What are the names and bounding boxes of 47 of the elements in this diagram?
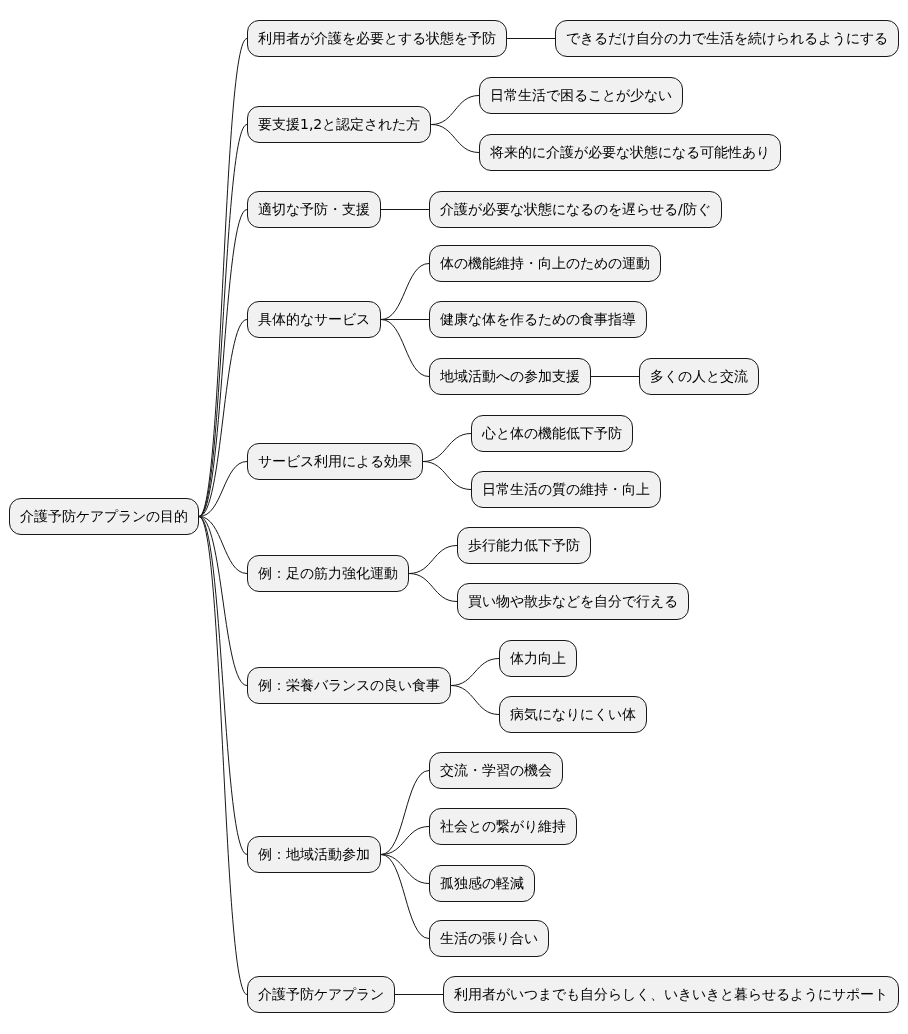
connector-line [506, 38, 556, 39]
branch-topic: 要支援1,2と認定された方 [247, 106, 432, 143]
sub-topic: 歩行能力低下予防 [457, 527, 591, 564]
branch-topic: 具体的なサービス [247, 301, 381, 338]
connector-line [380, 854, 430, 939]
sub-topic: 買い物や散歩などを自分で行える [457, 583, 689, 620]
sub-topic: 孤独感の軽減 [429, 865, 535, 902]
connector-line [590, 376, 640, 377]
branch-topic: 適切な予防・支援 [247, 191, 381, 228]
connector-line [394, 994, 444, 995]
connector-line [380, 263, 430, 320]
sub-topic: 健康な体を作るための食事指導 [429, 301, 647, 338]
connector-line [422, 461, 472, 490]
sub-topic: 介護が必要な状態になるのを遅らせる/防ぐ [429, 191, 722, 228]
branch-topic: 介護予防ケアプラン [247, 976, 395, 1013]
connector-line [198, 461, 248, 517]
connector-line [198, 209, 248, 517]
branch-topic: サービス利用による効果 [247, 443, 423, 480]
sub-topic: 利用者がいつまでも自分らしく、いきいきと暮らせるようにサポート [443, 976, 899, 1013]
sub-topic: 病気になりにくい体 [499, 696, 647, 733]
branch-topic: 例：地域活動参加 [247, 836, 381, 873]
connector-line [380, 209, 430, 210]
central-topic: 介護予防ケアプランの目的 [9, 498, 199, 535]
sub-topic: 心と体の機能低下予防 [471, 415, 633, 452]
branch-topic: 利用者が介護を必要とする状態を予防 [247, 20, 507, 57]
sub-topic: できるだけ自分の力で生活を続けられるようにする [555, 20, 899, 57]
connector-line [430, 124, 480, 153]
sub-topic: 地域活動への参加支援 [429, 358, 591, 395]
sub-topic: 将来的に介護が必要な状態になる可能性あり [479, 134, 781, 171]
sub-topic: 社会との繋がり維持 [429, 808, 577, 845]
connector-line [198, 516, 248, 574]
connector-line [198, 516, 248, 995]
sub-topic: 多くの人と交流 [639, 358, 759, 395]
branch-topic: 例：栄養バランスの良い食事 [247, 667, 451, 704]
connector-line [408, 573, 458, 602]
sub-topic: 体の機能維持・向上のための運動 [429, 245, 661, 282]
sub-topic: 体力向上 [499, 640, 577, 677]
connector-line [198, 319, 248, 517]
connector-line [198, 516, 248, 855]
sub-topic: 日常生活で困ることが少ない [479, 77, 683, 114]
connector-line [380, 770, 430, 855]
connector-line [450, 685, 500, 715]
branch-topic: 例：足の筋力強化運動 [247, 555, 409, 592]
connector-line [380, 319, 430, 377]
sub-topic: 日常生活の質の維持・向上 [471, 471, 661, 508]
sub-topic: 生活の張り合い [429, 920, 549, 957]
sub-topic: 交流・学習の機会 [429, 752, 563, 789]
